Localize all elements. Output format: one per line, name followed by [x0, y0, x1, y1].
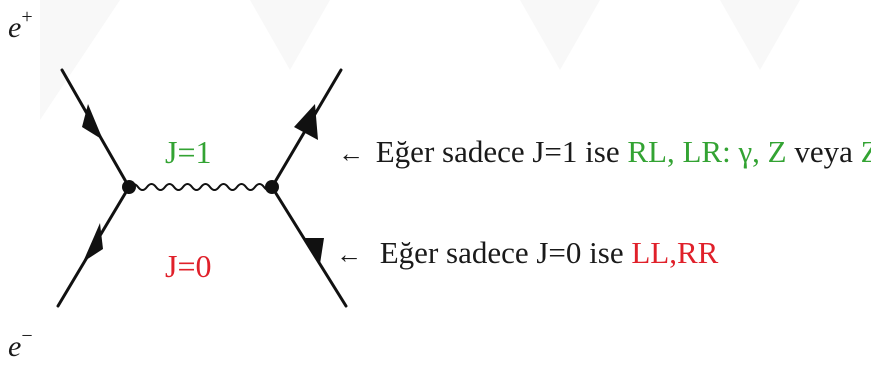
- annotation-top-arrow-icon: ←: [338, 139, 364, 168]
- boson-propagator: [128, 183, 273, 191]
- annotation-bottom-arrow-icon: ←: [336, 240, 362, 269]
- state-j0-label: J=0: [165, 248, 212, 284]
- arrow-up-left-icon: [82, 104, 103, 140]
- electron-outgoing-line: [270, 185, 348, 308]
- arrow-up-right-lower-icon: [304, 238, 324, 264]
- annotation-top: ← Eğer sadece J=1 ise RL, LR: γ, Z veya …: [338, 134, 871, 169]
- background-watermark: [40, 0, 800, 120]
- vertex-left: [122, 180, 136, 194]
- arrow-up-right-icon: [294, 104, 318, 140]
- annotation-bottom: ← Eğer sadece J=0 ise LL,RR: [336, 235, 719, 270]
- positron-label: e+: [8, 6, 33, 44]
- arrow-up-left-lower-icon: [83, 223, 103, 262]
- state-j1-label: J=1: [165, 134, 212, 170]
- electron-label: e−: [8, 325, 33, 363]
- vertex-right: [265, 180, 279, 194]
- fermion-arrows: [82, 104, 324, 264]
